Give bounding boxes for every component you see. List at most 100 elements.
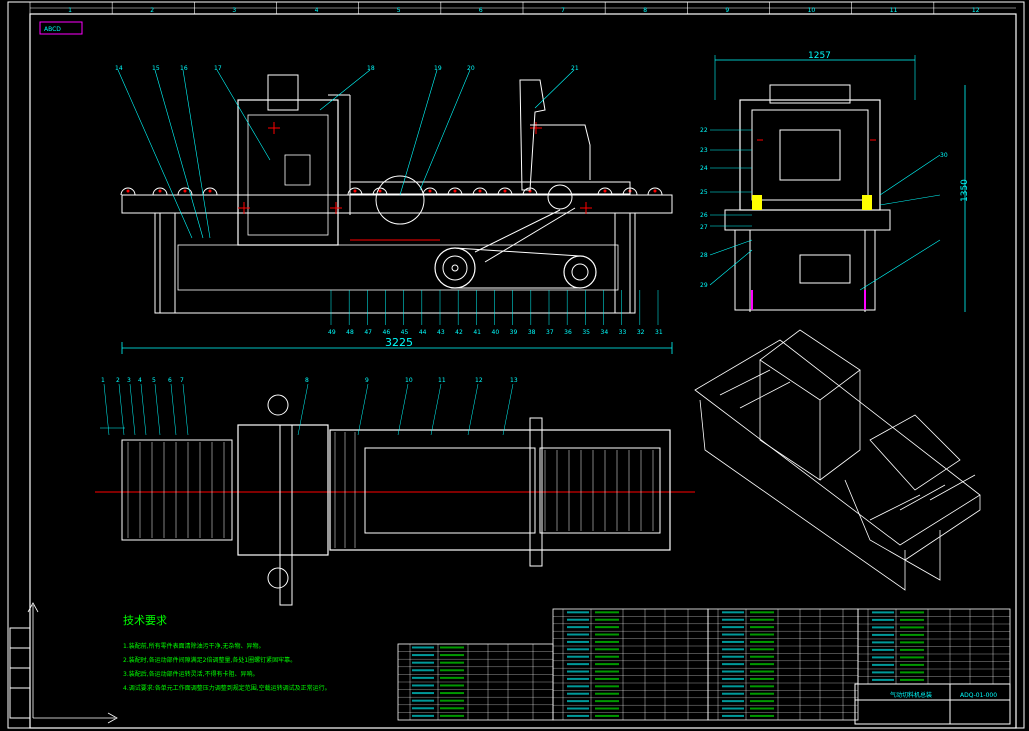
isometric-view [694, 329, 981, 591]
ucs-axis-icon [27, 602, 118, 724]
front-bottom-callout: 34 [601, 329, 609, 336]
side-height-dim: 1350 [960, 179, 970, 202]
front-bottom-callout: 39 [510, 329, 518, 336]
plan-callout: 10 [405, 377, 413, 384]
title-stamp-box [39, 21, 83, 35]
roller [472, 187, 488, 196]
front-bottom-callout: 32 [637, 329, 645, 336]
front-bottom-callout: 37 [546, 329, 554, 336]
roller [372, 187, 388, 196]
title-stamp-text: ABCD [44, 26, 61, 33]
front-bottom-callout: 41 [473, 329, 481, 336]
front-callout: 19 [434, 65, 442, 72]
column-number: 8 [643, 7, 647, 14]
column-number: 3 [232, 7, 236, 14]
column-number: 12 [972, 7, 980, 14]
front-bottom-callout: 36 [564, 329, 572, 336]
side-callout: 26 [700, 212, 708, 219]
plan-callout: 5 [152, 377, 156, 384]
plan-callout: 3 [127, 377, 131, 384]
roller [120, 187, 136, 196]
front-callout: 20 [467, 65, 475, 72]
column-number: 4 [315, 7, 319, 14]
plan-callout: 4 [138, 377, 142, 384]
column-number: 5 [397, 7, 401, 14]
front-callout: 18 [367, 65, 375, 72]
roller-center [378, 189, 382, 193]
front-bottom-callout: 40 [492, 329, 500, 336]
front-bottom-callout: 48 [346, 329, 354, 336]
roller-center [126, 189, 130, 193]
plan-callout: 2 [116, 377, 120, 384]
column-number: 2 [150, 7, 154, 14]
front-callout: 14 [115, 65, 123, 72]
front-bottom-callout: 38 [528, 329, 536, 336]
side-callout: 29 [700, 282, 708, 289]
tech-note-3: 3.装配后,各运动部件运转灵活,不得有卡阻、异响。 [123, 670, 259, 678]
column-number: 6 [479, 7, 483, 14]
parts-list: 气动切料机总装 ADQ-01-000 [397, 608, 1011, 725]
left-side-strip [9, 627, 31, 719]
roller [177, 187, 193, 196]
plan-callout: 8 [305, 377, 309, 384]
side-callout: 30 [940, 152, 948, 159]
roller-center [503, 189, 507, 193]
front-bottom-callout: 42 [455, 329, 463, 336]
roller-center [653, 189, 657, 193]
tech-note-2: 2.装配时,各运动部件间隙满足2倍调整量,各处1圈螺钉紧固牢靠。 [123, 656, 296, 664]
front-bottom-callout: 46 [383, 329, 391, 336]
plan-callout: 1 [101, 377, 105, 384]
front-callout: 15 [152, 65, 160, 72]
plan-callout: 6 [168, 377, 172, 384]
roller-center [603, 189, 607, 193]
front-bottom-callout: 47 [364, 329, 372, 336]
roller [447, 187, 463, 196]
front-bottom-callout: 45 [401, 329, 409, 336]
technical-requirements: 技术要求 1.装配前,所有零件表面清除油污干净,无杂物、异物。 2.装配时,各运… [123, 614, 331, 692]
front-callout: 21 [571, 65, 579, 72]
front-width-dim: 3225 [385, 336, 413, 349]
side-width-dim: 1257 [808, 51, 831, 61]
column-number: 7 [561, 7, 565, 14]
front-bottom-callout: 31 [655, 329, 663, 336]
plan-callout: 9 [365, 377, 369, 384]
roller-center [428, 189, 432, 193]
roller-center [208, 189, 212, 193]
roller [202, 187, 218, 196]
front-callout: 16 [180, 65, 188, 72]
tech-note-1: 1.装配前,所有零件表面清除油污干净,无杂物、异物。 [123, 642, 265, 650]
front-bottom-callout: 33 [619, 329, 627, 336]
roller-center [183, 189, 187, 193]
side-callout: 22 [700, 127, 708, 134]
front-view: 3225 [115, 65, 673, 354]
roller [347, 187, 363, 196]
roller-center [353, 189, 357, 193]
side-callout: 23 [700, 147, 708, 154]
front-bottom-callout: 44 [419, 329, 427, 336]
roller-center [158, 189, 162, 193]
roller [152, 187, 168, 196]
column-number: 1 [68, 7, 72, 14]
title-block-code: ADQ-01-000 [960, 692, 997, 699]
plan-callout: 12 [475, 377, 483, 384]
plan-callout: 7 [180, 377, 184, 384]
roller [647, 187, 663, 196]
front-bottom-callout: 43 [437, 329, 445, 336]
roller [597, 187, 613, 196]
column-number: 10 [808, 7, 816, 14]
plan-callout: 13 [510, 377, 518, 384]
plan-callout: 11 [438, 377, 446, 384]
side-callout: 25 [700, 189, 708, 196]
roller [497, 187, 513, 196]
front-callout: 17 [214, 65, 222, 72]
side-callout: 24 [700, 165, 708, 172]
title-block-name: 气动切料机总装 [890, 691, 932, 699]
front-bottom-callout: 35 [582, 329, 590, 336]
side-view: 1257 1350 [700, 51, 970, 312]
roller-center [453, 189, 457, 193]
tech-note-4: 4.调试要求:各单元工作面调整压力调整到规定范围,空载运转调试及正常运行。 [123, 684, 331, 692]
side-callout: 27 [700, 224, 708, 231]
